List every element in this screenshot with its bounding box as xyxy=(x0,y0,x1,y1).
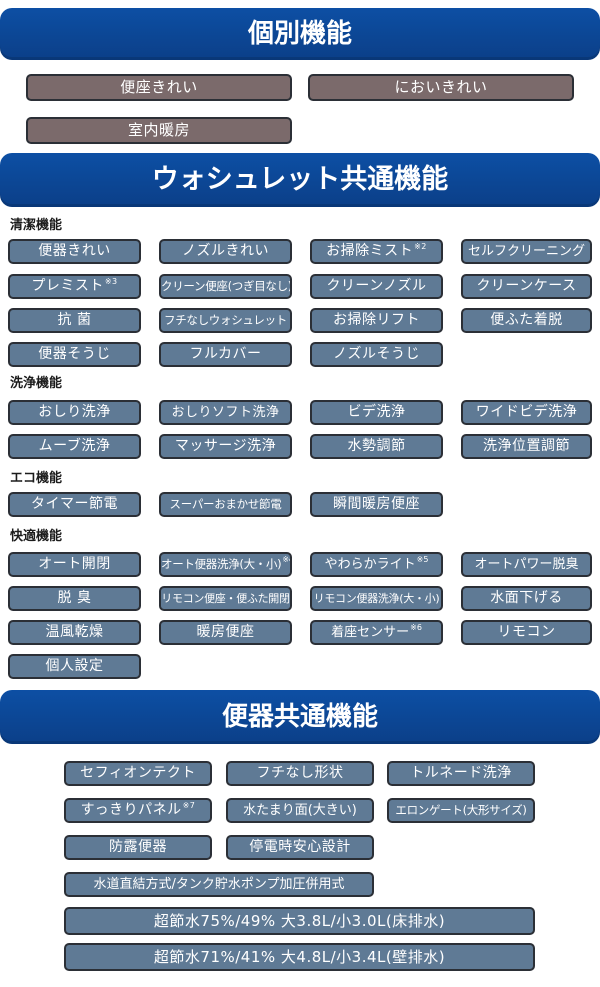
feature-chip: 停電時安心設計 xyxy=(226,835,374,860)
feature-chip: 洗浄位置調節 xyxy=(461,434,592,459)
feature-chip: 便器きれい xyxy=(8,239,141,264)
feature-chip: リモコン便器洗浄(大・小) xyxy=(310,586,443,611)
feature-chip: ビデ洗浄 xyxy=(310,400,443,425)
washlet-title: ウォシュレット共通機能 xyxy=(151,164,449,195)
feature-chip: エロンゲート(大形サイズ) xyxy=(387,798,535,823)
feature-chip: ムーブ洗浄 xyxy=(8,434,141,459)
feature-benza-kirei: 便座きれい xyxy=(26,74,292,101)
feature-chip-wide: 超節水75%/49% 大3.8L/小3.0L(床排水) xyxy=(64,907,535,935)
feature-chip: トルネード洗浄 xyxy=(387,761,535,786)
feature-chip: おしり洗浄 xyxy=(8,400,141,425)
feature-chip: 水たまり面(大きい) xyxy=(226,798,374,823)
feature-shitsunai-danbou: 室内暖房 xyxy=(26,117,292,144)
feature-chip: 瞬間暖房便座 xyxy=(310,492,443,517)
feature-chip: 暖房便座 xyxy=(159,620,292,645)
feature-chip: 便器そうじ xyxy=(8,342,141,367)
feature-chip: スーパーおまかせ節電 xyxy=(159,492,292,517)
washlet-banner: ウォシュレット共通機能 xyxy=(0,153,600,207)
feature-chip: オート便器洗浄(大・小)※4 xyxy=(159,552,292,577)
feature-chip: ワイドビデ洗浄 xyxy=(461,400,592,425)
feature-chip: リモコン便座・便ふた開閉 xyxy=(159,586,292,611)
feature-chip: フルカバー xyxy=(159,342,292,367)
feature-chip: クリーンケース xyxy=(461,274,592,299)
section-label-senjou: 洗浄機能 xyxy=(10,376,63,391)
feature-chip: フチなしウォシュレット xyxy=(159,308,292,333)
feature-chip: 抗 菌 xyxy=(8,308,141,333)
feature-chip: リモコン xyxy=(461,620,592,645)
feature-chip: おしりソフト洗浄 xyxy=(159,400,292,425)
individual-title: 個別機能 xyxy=(247,19,352,49)
feature-chip: すっきりパネル※7 xyxy=(64,798,212,823)
feature-chip-wide: 超節水71%/41% 大4.8L/小3.4L(壁排水) xyxy=(64,943,535,971)
feature-chip: セルフクリーニング xyxy=(461,239,592,264)
feature-chip: オート開閉 xyxy=(8,552,141,577)
feature-chip: タイマー節電 xyxy=(8,492,141,517)
footnote-mark: ※4 xyxy=(282,555,290,564)
feature-chip: フチなし形状 xyxy=(226,761,374,786)
footnote-mark: ※3 xyxy=(104,277,118,286)
feature-chip: お掃除ミスト※2 xyxy=(310,239,443,264)
feature-chip: オートパワー脱臭 xyxy=(461,552,592,577)
feature-chip: プレミスト※3 xyxy=(8,274,141,299)
feature-nioi-kirei: においきれい xyxy=(308,74,574,101)
feature-chip: ノズルきれい xyxy=(159,239,292,264)
feature-chip: クリーンノズル xyxy=(310,274,443,299)
feature-chip: やわらかライト※5 xyxy=(310,552,443,577)
feature-chip-wide: 水道直結方式/タンク貯水ポンプ加圧併用式 xyxy=(64,872,374,897)
footnote-mark: ※2 xyxy=(414,242,427,251)
feature-chip: 便ふた着脱 xyxy=(461,308,592,333)
footnote-mark: ※7 xyxy=(182,801,196,810)
footnote-mark: ※6 xyxy=(410,623,422,632)
feature-chip: ノズルそうじ xyxy=(310,342,443,367)
footnote-mark: ※5 xyxy=(416,555,429,564)
feature-chip: 着座センサー※6 xyxy=(310,620,443,645)
feature-chip: 防露便器 xyxy=(64,835,212,860)
feature-chip: マッサージ洗浄 xyxy=(159,434,292,459)
toilet-banner: 便器共通機能 xyxy=(0,690,600,744)
feature-chip: 個人設定 xyxy=(8,654,141,679)
feature-chip: 温風乾燥 xyxy=(8,620,141,645)
feature-chip: クリーン便座(つぎ目なし) xyxy=(159,274,292,299)
feature-chip: セフィオンテクト xyxy=(64,761,212,786)
section-label-seiketsu: 清潔機能 xyxy=(10,218,63,233)
feature-chip: お掃除リフト xyxy=(310,308,443,333)
feature-chip: 脱 臭 xyxy=(8,586,141,611)
feature-chip: 水面下げる xyxy=(461,586,592,611)
feature-chip: 水勢調節 xyxy=(310,434,443,459)
toilet-title: 便器共通機能 xyxy=(221,702,378,732)
section-label-eco: エコ機能 xyxy=(10,471,63,486)
section-label-kaiteki: 快適機能 xyxy=(10,529,63,544)
individual-banner: 個別機能 xyxy=(0,8,600,60)
